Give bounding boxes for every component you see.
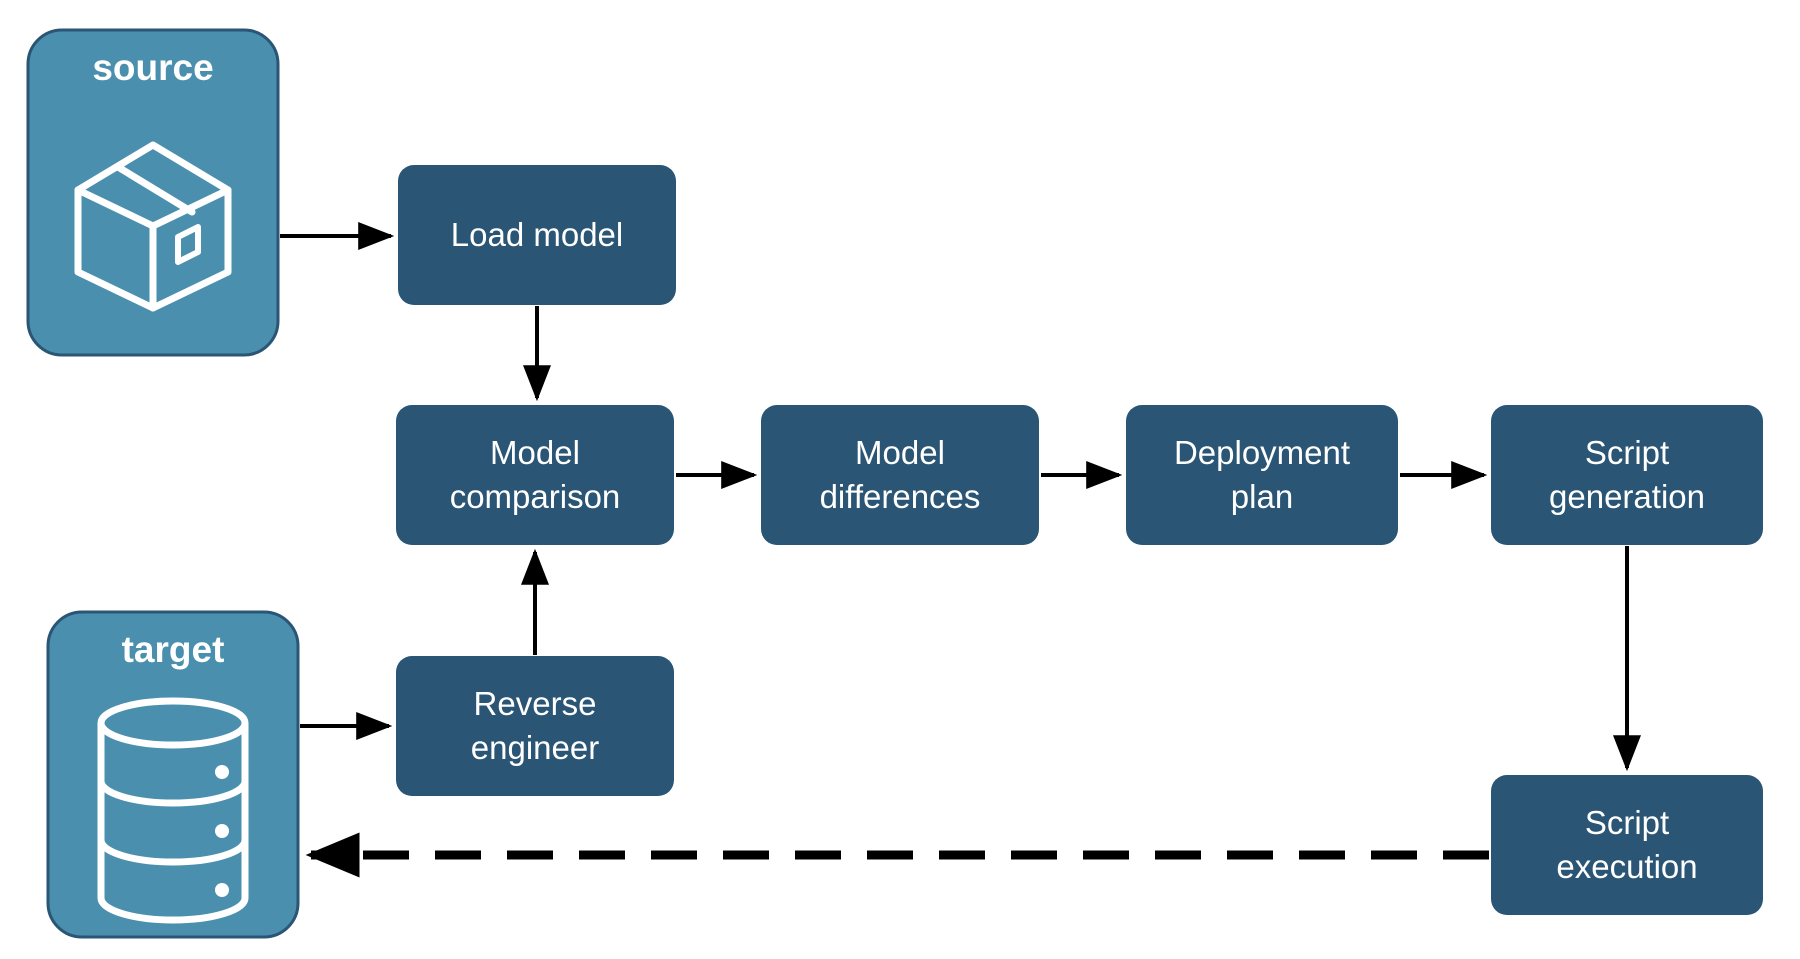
process-node-model-comparison[interactable] <box>396 405 674 545</box>
target-node-shape[interactable] <box>46 610 300 939</box>
process-node-model-differences[interactable] <box>761 405 1039 545</box>
source-node-shape[interactable] <box>26 28 280 357</box>
database-cylinder-icon <box>97 697 249 924</box>
process-node-script-generation[interactable] <box>1491 405 1763 545</box>
endpoint-node-target[interactable] <box>46 610 300 939</box>
process-node-deployment-plan[interactable] <box>1126 405 1398 545</box>
process-node-reverse-engineer[interactable] <box>396 656 674 796</box>
process-node-script-execution[interactable] <box>1491 775 1763 915</box>
endpoint-node-source[interactable] <box>26 28 280 357</box>
package-box-icon <box>74 141 232 312</box>
process-node-load-model[interactable] <box>398 165 676 305</box>
